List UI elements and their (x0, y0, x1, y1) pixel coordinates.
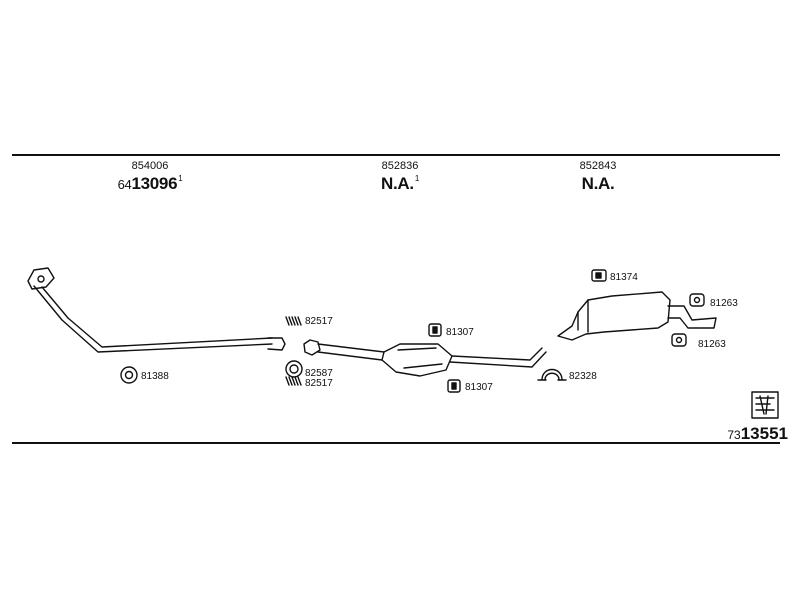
section-2-code: N.A.1 (381, 174, 419, 194)
mount-icon-rear-right-bottom (671, 333, 687, 347)
section-1-code: 64130961 (118, 174, 183, 194)
section-2-code-sup: 1 (414, 174, 419, 183)
reference-icon (751, 391, 779, 419)
section-1-code-main: 13096 (131, 174, 178, 193)
reference-prefix: 73 (727, 428, 741, 442)
spring-icon-top (285, 316, 302, 326)
label-mount-mid-bottom: 81307 (465, 382, 493, 393)
middle-pipe (303, 339, 547, 377)
bottom-rule (12, 442, 780, 444)
section-1-part-number: 854006 (131, 160, 169, 172)
top-rule (12, 154, 780, 156)
label-ring: 81388 (141, 371, 169, 382)
gasket-icon (285, 360, 303, 378)
label-mount-mid-top: 81307 (446, 327, 474, 338)
label-spring-bottom: 82517 (305, 378, 333, 389)
label-spring-top: 82517 (305, 316, 333, 327)
front-pipe (27, 267, 286, 353)
mount-icon-mid-bottom (447, 379, 461, 393)
section-2-part-number: 852836 (381, 160, 419, 172)
label-mount-rear-right-top: 81263 (710, 298, 738, 309)
mount-icon-rear-right-top (689, 293, 705, 307)
label-clamp: 82328 (569, 371, 597, 382)
section-2-code-main: N.A. (381, 174, 414, 193)
ring-icon (120, 366, 138, 384)
label-mount-rear-top: 81374 (610, 272, 638, 283)
reference-number: 7313551 (727, 424, 788, 444)
section-1-code-sup: 1 (178, 174, 183, 183)
section-3-code: N.A. (582, 174, 615, 194)
section-1-code-prefix: 64 (117, 177, 132, 192)
clamp-icon (537, 368, 567, 381)
spring-icon-bottom (285, 376, 302, 386)
reference-main: 13551 (740, 424, 788, 443)
section-3-code-main: N.A. (581, 174, 615, 193)
mount-icon-mid-top (428, 323, 442, 337)
section-3-part-number: 852843 (579, 160, 617, 172)
label-gasket: 82587 (305, 368, 333, 379)
rear-silencer (557, 291, 717, 341)
label-mount-rear-right-bottom: 81263 (698, 339, 726, 350)
mount-icon-rear-top (591, 269, 607, 282)
